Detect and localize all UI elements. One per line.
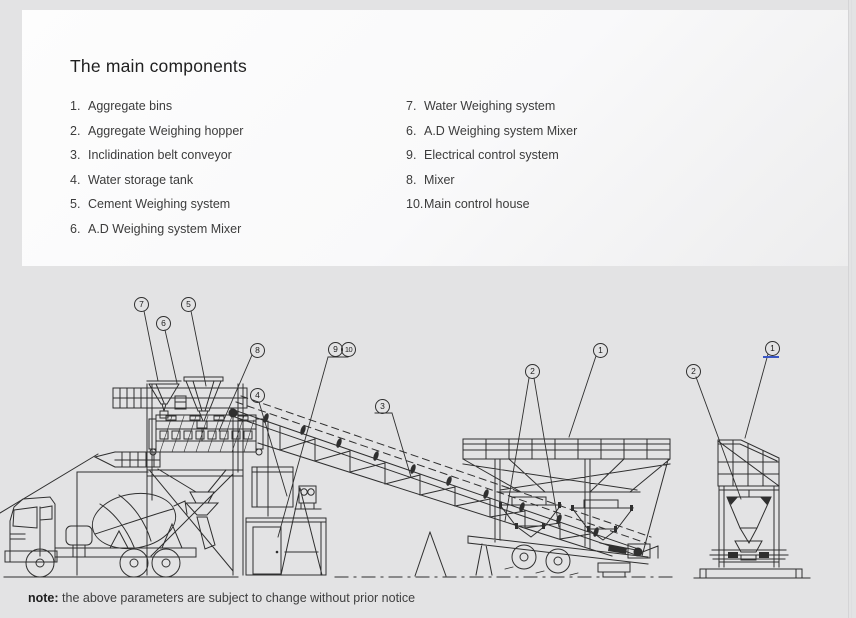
belt-conveyor-drawing [228, 395, 652, 577]
item-label: A.D Weighing system Mixer [424, 123, 578, 138]
item-label: A.D Weighing system Mixer [88, 221, 242, 236]
list-item: 4. Water storage tank [70, 168, 243, 193]
item-number: 1. [70, 99, 81, 113]
components-column-right: 7. Water Weighing system 6. A.D Weighing s… [406, 94, 577, 217]
list-item: 8. Mixer [406, 168, 577, 193]
item-label: Water storage tank [88, 172, 194, 187]
list-item: 5. Cement Weighing system [70, 192, 243, 217]
item-number: 5. [70, 197, 81, 211]
list-item: 2. Aggregate Weighing hopper [70, 119, 243, 144]
item-number: 9. [406, 148, 417, 162]
components-column-left: 1. Aggregate bins 2. Aggregate Weighing ho… [70, 94, 243, 241]
callout-7: 7 [134, 297, 149, 312]
item-label: Aggregate Weighing hopper [88, 123, 244, 138]
list-item: 3. Inclidination belt conveyor [70, 143, 243, 168]
list-item: 6. A.D Weighing system Mixer [70, 217, 243, 242]
item-number: 4. [70, 172, 81, 187]
callout-8: 8 [250, 343, 265, 358]
list-item: 1. Aggregate bins [70, 94, 243, 119]
item-label: Electrical control system [424, 148, 559, 162]
item-label: Inclidination belt conveyor [88, 148, 232, 162]
item-number: 2. [70, 123, 81, 138]
item-label: Cement Weighing system [88, 197, 231, 211]
list-item: 7. Water Weighing system [406, 94, 577, 119]
item-label: Mixer [424, 172, 455, 187]
callout-2-side: 2 [525, 364, 540, 379]
callout-6: 6 [156, 316, 171, 331]
note-label: note: [28, 591, 59, 605]
callout-1-underline [763, 356, 779, 358]
callout-10: 10 [341, 342, 356, 357]
callout-4: 4 [250, 388, 265, 403]
components-card: The main components 1. Aggregate bins 2. A… [22, 10, 848, 266]
callout-5: 5 [181, 297, 196, 312]
item-number: 8. [406, 172, 417, 187]
callout-1-end: 1 [765, 341, 780, 356]
control-house-drawing [245, 466, 327, 576]
mixer-truck-drawing [3, 492, 239, 578]
mixing-tower-drawing [0, 376, 264, 576]
aggregate-bins-end-drawing [693, 439, 811, 579]
footer-note: note: the above parameters are subject t… [28, 591, 415, 605]
page-edge-line [851, 0, 852, 618]
aggregate-bins-side-drawing [462, 438, 671, 578]
page-edge-line [848, 0, 849, 618]
item-number: 7. [406, 99, 417, 113]
list-item: 9. Electrical control system [406, 143, 577, 168]
page-title: The main components [70, 56, 247, 76]
list-item: 6. A.D Weighing system Mixer [406, 119, 577, 144]
item-number: 6. [70, 221, 81, 236]
item-label: Main control house [424, 197, 530, 211]
item-number: 10. [406, 197, 424, 211]
item-number: 6. [406, 123, 417, 138]
note-text: the above parameters are subject to chan… [62, 591, 416, 605]
item-label: Aggregate bins [88, 99, 173, 113]
callout-3: 3 [375, 399, 390, 414]
callout-1-side: 1 [593, 343, 608, 358]
item-number: 3. [70, 148, 81, 162]
list-item: 10.Main control house [406, 192, 577, 217]
item-label: Water Weighing system [424, 99, 556, 113]
callout-2-end: 2 [686, 364, 701, 379]
